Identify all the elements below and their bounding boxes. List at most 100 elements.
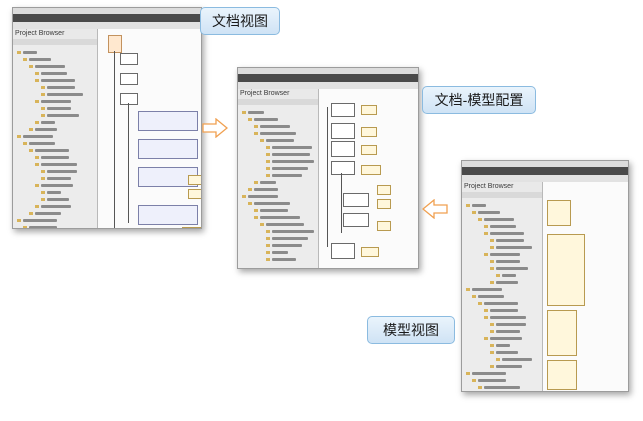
tree-item[interactable] <box>47 114 79 117</box>
tree-item[interactable] <box>41 79 75 82</box>
tree-item[interactable] <box>496 281 518 284</box>
tree-item[interactable] <box>496 323 526 326</box>
diagram-node[interactable] <box>120 73 138 85</box>
tree-item[interactable] <box>41 100 71 103</box>
diagram-node[interactable] <box>120 53 138 65</box>
tree-item[interactable] <box>248 111 264 114</box>
tree-item[interactable] <box>260 125 290 128</box>
tree-item[interactable] <box>484 218 514 221</box>
diagram-root-node[interactable] <box>108 35 122 53</box>
diagram-note[interactable] <box>361 105 377 115</box>
tree-item[interactable] <box>496 330 520 333</box>
diagram-node[interactable] <box>331 103 355 117</box>
tree-item[interactable] <box>478 295 504 298</box>
tree-item[interactable] <box>496 267 528 270</box>
tree-item[interactable] <box>41 184 73 187</box>
tree-item[interactable] <box>47 86 75 89</box>
tree-item[interactable] <box>472 372 506 375</box>
tree-item[interactable] <box>254 202 290 205</box>
tree-item[interactable] <box>266 223 304 226</box>
tree-item[interactable] <box>496 365 522 368</box>
diagram-note[interactable] <box>377 199 391 209</box>
tree-item[interactable] <box>272 146 312 149</box>
tree-item[interactable] <box>23 219 57 222</box>
diagram-node[interactable] <box>331 243 355 259</box>
tree-item[interactable] <box>496 239 524 242</box>
tree-item[interactable] <box>472 204 486 207</box>
tree-item[interactable] <box>490 253 520 256</box>
tree-item[interactable] <box>272 251 288 254</box>
diagram-note[interactable] <box>377 221 391 231</box>
tree-item[interactable] <box>41 156 69 159</box>
tree-item[interactable] <box>35 149 69 152</box>
tree-item[interactable] <box>272 153 310 156</box>
diagram-node[interactable] <box>138 139 198 159</box>
tree-item[interactable] <box>35 212 61 215</box>
diagram-node[interactable] <box>343 193 369 207</box>
tree-item[interactable] <box>23 135 53 138</box>
tree-item[interactable] <box>502 274 516 277</box>
tree-item[interactable] <box>47 177 71 180</box>
tree-item[interactable] <box>254 118 278 121</box>
tree-item[interactable] <box>484 302 518 305</box>
tree-item[interactable] <box>47 191 61 194</box>
tree-item[interactable] <box>272 237 308 240</box>
diagram-node[interactable] <box>331 123 355 139</box>
tree-item[interactable] <box>41 205 71 208</box>
diagram-node[interactable] <box>138 205 198 225</box>
tree-item[interactable] <box>490 232 524 235</box>
tree-item[interactable] <box>41 72 67 75</box>
tree-item[interactable] <box>478 379 506 382</box>
tree-item[interactable] <box>272 244 302 247</box>
diagram-package[interactable] <box>547 234 585 306</box>
diagram-note[interactable] <box>361 165 381 175</box>
tree-item[interactable] <box>260 132 296 135</box>
tree-item[interactable] <box>254 188 278 191</box>
tree-item[interactable] <box>41 163 77 166</box>
diagram-note[interactable] <box>361 127 377 137</box>
diagram-package[interactable] <box>547 310 577 356</box>
tree-item[interactable] <box>248 195 278 198</box>
diagram-note[interactable] <box>377 185 391 195</box>
tree-item[interactable] <box>472 288 502 291</box>
tree-item[interactable] <box>47 107 71 110</box>
tree-item[interactable] <box>490 316 526 319</box>
tree-item[interactable] <box>484 386 520 389</box>
tree-item[interactable] <box>47 93 83 96</box>
tree-item[interactable] <box>272 160 314 163</box>
diagram-note[interactable] <box>361 247 379 257</box>
diagram-package[interactable] <box>547 360 577 390</box>
diagram-node[interactable] <box>138 111 198 131</box>
tree-item[interactable] <box>260 181 276 184</box>
diagram-package[interactable] <box>547 200 571 226</box>
diagram-node[interactable] <box>188 175 201 185</box>
tree-item[interactable] <box>47 170 77 173</box>
tree-item[interactable] <box>266 139 294 142</box>
tree-item[interactable] <box>23 51 37 54</box>
tree-item[interactable] <box>496 344 510 347</box>
tree-item[interactable] <box>47 198 69 201</box>
tree-item[interactable] <box>496 246 532 249</box>
tree-item[interactable] <box>29 142 55 145</box>
tree-item[interactable] <box>272 174 302 177</box>
diagram-node[interactable] <box>188 189 201 199</box>
tree-item[interactable] <box>496 260 520 263</box>
tree-item[interactable] <box>35 65 65 68</box>
tree-item[interactable] <box>490 225 516 228</box>
tree-item[interactable] <box>260 216 300 219</box>
diagram-node[interactable] <box>343 213 369 227</box>
tree-item[interactable] <box>29 226 57 228</box>
tree-item[interactable] <box>478 211 500 214</box>
tree-item[interactable] <box>260 209 288 212</box>
diagram-node[interactable] <box>120 93 138 105</box>
tree-item[interactable] <box>35 128 57 131</box>
tree-item[interactable] <box>496 351 518 354</box>
tree-item[interactable] <box>490 309 518 312</box>
tree-item[interactable] <box>41 121 55 124</box>
diagram-node[interactable] <box>331 141 355 157</box>
tree-item[interactable] <box>272 258 296 261</box>
tree-item[interactable] <box>29 58 51 61</box>
tree-item[interactable] <box>502 358 532 361</box>
tree-item[interactable] <box>272 230 314 233</box>
tree-item[interactable] <box>490 337 522 340</box>
